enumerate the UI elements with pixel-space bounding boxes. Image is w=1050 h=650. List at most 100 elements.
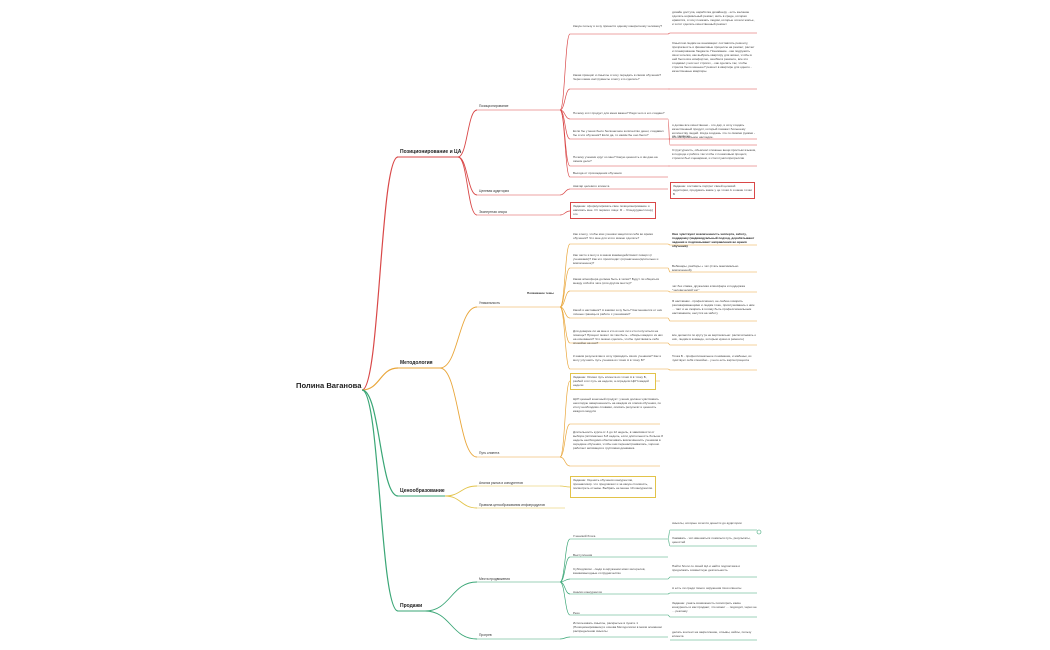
connector-line <box>667 576 671 580</box>
answer-node: Структурность, обьяснил сложные вещи про… <box>672 148 756 160</box>
answer-node: Они чувствуют вовлеченность эксперта, за… <box>672 232 755 248</box>
answer-node: смыслы, которые хочется донести до аудит… <box>672 521 742 525</box>
node-expert-support[interactable]: Экспертная опора <box>479 210 507 214</box>
connector-line <box>444 485 478 497</box>
collapse-toggle[interactable] <box>756 529 762 535</box>
connector-line <box>667 592 671 595</box>
node-warmup[interactable]: Прогрев <box>479 633 492 637</box>
connector-line <box>457 156 478 216</box>
branch-methodology[interactable]: Методология <box>400 360 433 366</box>
connector-line <box>667 290 671 293</box>
connector-line <box>444 495 478 509</box>
answer-node: дизайн доступа, наработка дизайнеру - ес… <box>672 10 755 26</box>
connector-line <box>559 243 571 308</box>
connector-line <box>667 529 671 540</box>
answer-node: А есть ли среди твоего окружения твои кл… <box>672 586 742 590</box>
sales-node[interactable]: Анализ конкурентов <box>573 590 602 594</box>
connector-line <box>559 188 571 196</box>
connector-line <box>559 109 571 178</box>
node-pricing-rules[interactable]: Правила ценообразования инфопродуктов <box>479 503 545 507</box>
node-market-analysis[interactable]: Анализ рынка и конкурентов <box>479 481 523 485</box>
connector-line <box>424 610 478 640</box>
question-node[interactable]: Какая принцип и смыслы я хочу передать в… <box>573 73 662 81</box>
connector-line <box>439 306 478 369</box>
connector-line <box>559 306 571 370</box>
connector-line <box>559 267 571 308</box>
connector-line <box>559 290 571 308</box>
connector-line <box>559 636 571 640</box>
connector-line <box>439 367 478 458</box>
question-node[interactable]: Если бы у меня было бесконечное количест… <box>573 129 664 137</box>
question-node[interactable]: К каким результатам я хочу приводить сво… <box>573 354 662 362</box>
branch-positioning[interactable]: Позиционирование и ЦА <box>400 149 462 155</box>
answer-node: Точка Б - профессиональное понимание, и … <box>672 354 752 362</box>
connector-line <box>361 367 399 391</box>
answer-node: Вебинары, разборы + чат (стать максималь… <box>672 264 739 272</box>
connector-line <box>559 210 571 216</box>
connector-line <box>667 368 671 371</box>
question-node[interactable]: Какой я наставник? А какими хочу быть? К… <box>573 308 663 316</box>
sales-node[interactable]: Субподписки - люди в окружении моих инте… <box>573 567 646 575</box>
question-node[interactable]: Выгода от прохождения обучения <box>573 171 622 175</box>
branch-pricing[interactable]: Ценообразование <box>400 488 445 494</box>
sales-node[interactable]: Использовать смыслы, раскрытые в пункте … <box>573 621 662 633</box>
answer-node: да, таким же <box>672 134 691 138</box>
connector-line <box>559 538 571 583</box>
connector-line <box>559 306 571 319</box>
connector-line <box>667 32 671 35</box>
connector-line <box>667 538 671 547</box>
task-box: Задание: Опиши путь клиента из точки А в… <box>570 373 656 390</box>
answer-node: Хамавать - чёт-вмешаться ломаться путь, … <box>672 536 751 544</box>
connector-line <box>667 317 671 322</box>
client-path-node[interactable]: ЦКП ценный конечный продукт: ученик долж… <box>573 397 662 413</box>
answer-node: делать контент на закрепление, отзывы, к… <box>672 630 752 638</box>
connector-line <box>559 485 571 488</box>
branch-sales[interactable]: Продажи <box>400 603 423 609</box>
node-target-audience[interactable]: Целевая аудитория <box>479 189 510 193</box>
connector-line <box>559 33 571 111</box>
question-node[interactable]: Какую пользу я хочу принести одному конк… <box>573 24 663 28</box>
connector-line <box>559 380 571 458</box>
connector-line <box>457 156 478 196</box>
node-client-path[interactable]: Путь клиента <box>479 451 500 455</box>
sales-node[interactable]: Ученикий блога <box>573 534 596 538</box>
sales-node[interactable]: Выступления <box>573 553 593 557</box>
answer-node: Я наставник - профессионал, не любою гов… <box>672 299 755 315</box>
connector-line <box>559 581 571 616</box>
question-node[interactable]: Почему этот продукт для меня важен? Ради… <box>573 111 665 115</box>
connector-line <box>361 389 399 497</box>
node-promotion-places[interactable]: Места продвижения <box>479 577 510 581</box>
answer-node: чат без спама, дружеская атмосфера и под… <box>672 284 746 292</box>
task-box: Задание: составить портрет своей целевой… <box>670 182 755 199</box>
question-node[interactable]: Какая атмосфера должна быть в чатах? Буд… <box>573 277 660 285</box>
connector-line <box>559 423 571 458</box>
answer-node: Найти блоги со своей ЦА и найти подписчи… <box>672 564 741 572</box>
root-node[interactable]: Полина Ваганова <box>296 381 362 390</box>
connector-line <box>361 156 399 391</box>
subheading-themes: Появившие темы <box>527 291 554 295</box>
node-uniqueness[interactable]: Уникальность <box>479 301 501 305</box>
task-box: Задание: Оценить обучения конкурентов, п… <box>570 476 656 498</box>
answer-node: Задание: узнать возможность посмотреть к… <box>672 601 757 613</box>
question-node[interactable]: Как я могу, чтобы мои ученики защитили с… <box>573 232 653 240</box>
answer-node: все делается по кругу (а не вертикально:… <box>672 333 757 341</box>
node-positioning[interactable]: Позиционирование <box>479 104 509 108</box>
answer-node: я делаю все качественно - это дар, я хоч… <box>672 123 756 139</box>
connector-line <box>667 614 671 618</box>
connector-line <box>667 118 671 146</box>
question-node[interactable]: Почему ученики идут ко мне? Какую ценнос… <box>573 155 658 163</box>
sales-node[interactable]: Реко <box>573 611 580 615</box>
connector-line <box>424 581 478 612</box>
connector-line <box>667 243 671 246</box>
connector-line <box>667 342 671 346</box>
avatar-node[interactable]: Аватар целевого клиента <box>573 184 610 188</box>
connector-line <box>559 456 571 467</box>
question-node[interactable]: Как часто я могу и в каком взаимодействи… <box>573 253 659 265</box>
question-node[interactable]: Для доверие ли на мне и кто из них ли и … <box>573 329 663 345</box>
client-path-node[interactable]: Длительность курса от 4 до 12 недель, в … <box>573 430 663 450</box>
connector-line <box>559 88 571 111</box>
task-box: Задание: сформулировать свое позициониро… <box>570 202 656 219</box>
connector-line <box>667 267 671 273</box>
connector-line <box>457 109 478 158</box>
